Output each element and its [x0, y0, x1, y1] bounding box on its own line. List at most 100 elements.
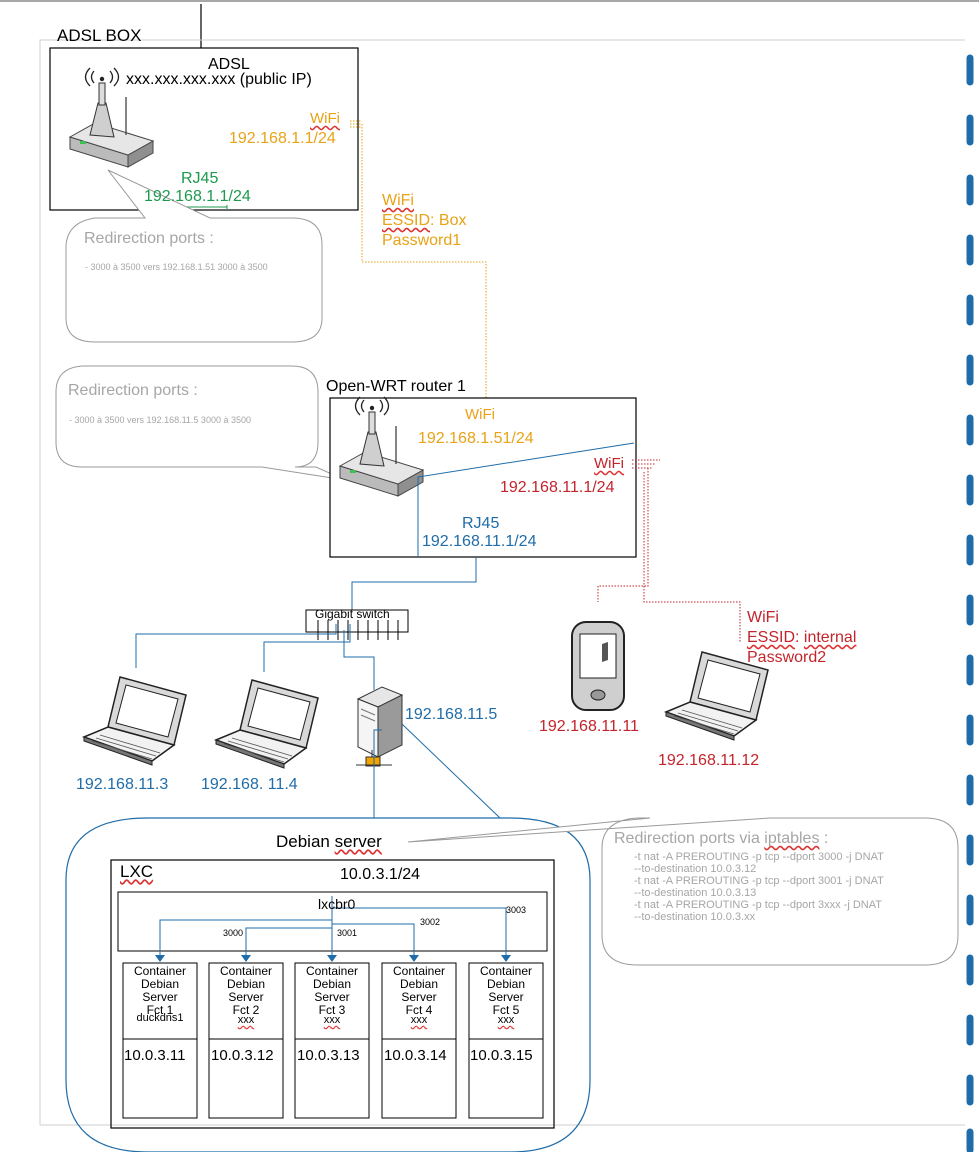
- iptables-line: -t nat -A PREROUTING -p tcp --dport 3001…: [634, 875, 884, 887]
- container-line: Server: [314, 990, 350, 1004]
- debian-server-boundary: [65, 817, 591, 1152]
- wifi-box-link: [350, 123, 487, 405]
- container-line: Debian: [399, 977, 439, 991]
- router-internal-link: [417, 442, 635, 557]
- container-boxes: [122, 962, 544, 1119]
- adsl-title: ADSL: [208, 56, 250, 73]
- container-line: Debian: [140, 977, 180, 991]
- server-ip: 192.168.11.5: [405, 706, 498, 723]
- switch-label: Gigabit switch: [315, 607, 390, 621]
- switch-ports: [317, 620, 399, 640]
- callout-iptables-bubble: [407, 817, 959, 966]
- phone-ip: 192.168.11.11: [539, 718, 639, 735]
- page-title: ADSL BOX: [57, 26, 142, 45]
- openwrt-router-icon: [338, 396, 425, 497]
- container-line: Server: [142, 990, 178, 1004]
- wifi-internal-password: Password2: [747, 649, 827, 666]
- router-title: Open-WRT router 1: [326, 378, 466, 395]
- wifi-internal-essid: ESSID: internal: [747, 629, 857, 646]
- laptop1-ip: 192.168.11.3: [76, 776, 169, 793]
- wifi-box-label: WiFi: [382, 192, 414, 209]
- server-link-2: [401, 723, 501, 819]
- container-3-service: xxx: [323, 1014, 341, 1026]
- container-1-service: duckdns1: [136, 1012, 184, 1024]
- port-3001: 3001: [337, 928, 358, 938]
- container-3: Container Debian Server Fct 3: [295, 965, 369, 1017]
- adsl-rj45-label: RJ45: [181, 170, 219, 187]
- container-line: Container: [392, 964, 446, 978]
- callout-router-text: - 3000 à 3500 vers 192.168.11.5 3000 à 3…: [69, 415, 251, 425]
- container-line: Server: [228, 990, 264, 1004]
- bridge-routes: [159, 896, 507, 956]
- container-2-ip: 10.0.3.12: [211, 1047, 274, 1064]
- gigabit-switch: [305, 609, 409, 633]
- router-wifi-ip: 192.168.1.51/24: [418, 430, 534, 447]
- laptop-icon: [81, 676, 187, 766]
- laptop2-ip: 192.168. 11.4: [201, 776, 298, 793]
- outer-frame: [39, 39, 965, 1125]
- server-icon: [356, 686, 404, 767]
- container-line: Container: [133, 964, 187, 978]
- container-line: Fct 1: [146, 1003, 174, 1017]
- adsl-wifi-ip: 192.168.1.1/24: [229, 130, 336, 147]
- container-line: Fct 4: [405, 1003, 433, 1017]
- container-line: Debian: [486, 977, 526, 991]
- adsl-public-ip: xxx.xxx.xxx.xxx (public IP): [126, 71, 312, 88]
- adsl-router-icon: [68, 67, 155, 168]
- lxc-box: [110, 859, 555, 1129]
- container-line: Container: [305, 964, 359, 978]
- port-3000: 3000: [223, 928, 244, 938]
- iptables-line: --to-destination 10.0.3.xx: [634, 911, 756, 923]
- container-1-ip: 10.0.3.11: [124, 1047, 186, 1064]
- port-3002: 3002: [420, 917, 441, 927]
- router-switch-cable: [351, 557, 477, 610]
- smartphone-icon: [571, 621, 625, 711]
- lxc-label: LXC: [120, 862, 154, 881]
- container-5: Container Debian Server Fct 5: [469, 965, 543, 1017]
- router-rj45-ip: 192.168.11.1/24: [422, 533, 537, 550]
- wifi-box-password: Password1: [382, 232, 462, 249]
- container-4: Container Debian Server Fct 4: [382, 965, 456, 1017]
- debian-title: Debian server: [276, 832, 382, 851]
- iptables-lines: -t nat -A PREROUTING -p tcp --dport 3000…: [634, 851, 884, 923]
- container-4-service: xxx: [410, 1014, 428, 1026]
- container-4-ip: 10.0.3.14: [384, 1047, 447, 1064]
- callout-iptables-title: Redirection ports via iptables :: [614, 830, 829, 847]
- iptables-line: --to-destination 10.0.3.12: [634, 863, 757, 875]
- iptables-line: -t nat -A PREROUTING -p tcp --dport 3xxx…: [634, 899, 882, 911]
- container-line: Debian: [312, 977, 352, 991]
- container-5-ip: 10.0.3.15: [470, 1047, 533, 1064]
- iptables-line: --to-destination 10.0.3.13: [634, 887, 757, 899]
- laptop-icon: [663, 651, 769, 741]
- container-2-service: xxx: [237, 1014, 255, 1026]
- container-line: Fct 3: [318, 1003, 346, 1017]
- callout-adsl-bubble: [65, 169, 323, 343]
- server-link: [373, 729, 382, 818]
- router-wifi-label: WiFi: [465, 406, 495, 423]
- bridge-label: lxcbr0: [318, 896, 356, 912]
- wifi-internal-label: WiFi: [747, 609, 779, 626]
- switch-cables: [135, 624, 375, 690]
- container-3-ip: 10.0.3.13: [297, 1047, 360, 1064]
- router-rj45-label: RJ45: [462, 515, 500, 532]
- iptables-line: -t nat -A PREROUTING -p tcp --dport 3000…: [634, 851, 884, 863]
- router-wifi2-label: WiFi: [594, 455, 624, 472]
- container-line: Container: [219, 964, 273, 978]
- container-line: Debian: [226, 977, 266, 991]
- container-2: Container Debian Server Fct 2: [209, 965, 283, 1017]
- router-wifi2-ip: 192.168.11.1/24: [500, 479, 615, 496]
- bridge-arrowheads: [155, 955, 511, 962]
- lxc-ip: 10.0.3.1/24: [340, 866, 421, 883]
- adsl-rj45-ip: 192.168.1.1/24: [144, 188, 251, 205]
- container-line: Server: [488, 990, 524, 1004]
- port-3003: 3003: [506, 905, 527, 915]
- laptop-icon: [213, 679, 319, 769]
- container-line: Fct 5: [492, 1003, 520, 1017]
- callout-adsl-text: - 3000 à 3500 vers 192.168.1.51 3000 à 3…: [85, 262, 268, 272]
- callout-adsl-title: Redirection ports :: [84, 230, 214, 247]
- adsl-wifi-label: WiFi: [310, 110, 340, 127]
- container-line: Fct 2: [232, 1003, 260, 1017]
- laptop3-ip: 192.168.11.12: [658, 752, 760, 769]
- callout-router-title: Redirection ports :: [68, 382, 198, 399]
